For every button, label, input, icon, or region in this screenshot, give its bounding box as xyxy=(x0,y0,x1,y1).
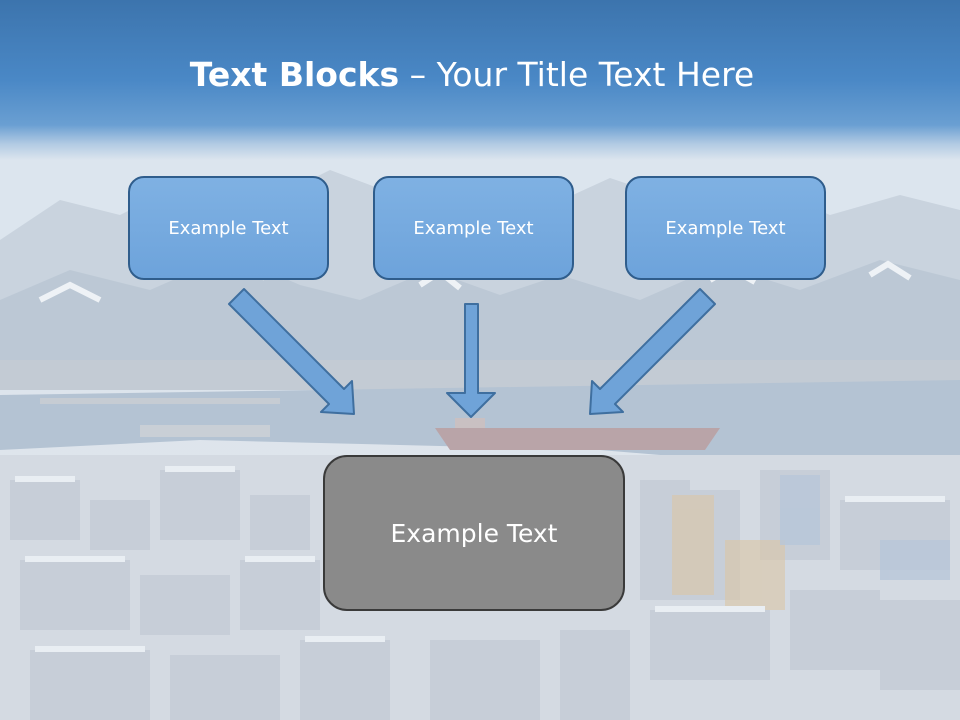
text-block-right[interactable]: Example Text xyxy=(625,176,826,280)
title-bold: Text Blocks xyxy=(189,55,400,94)
text-block-center-label: Example Text xyxy=(413,217,534,239)
text-block-center[interactable]: Example Text xyxy=(373,176,574,280)
arrow-down-right-icon xyxy=(228,288,355,415)
title-rest: – Your Title Text Here xyxy=(399,55,755,94)
slide-title: Text Blocks – Your Title Text Here xyxy=(0,52,944,98)
text-block-right-label: Example Text xyxy=(665,217,786,239)
title-band xyxy=(0,0,960,160)
arrow-down-icon xyxy=(446,303,496,418)
text-block-main-label: Example Text xyxy=(390,518,558,548)
text-block-main[interactable]: Example Text xyxy=(323,455,625,611)
arrow-down-left-icon xyxy=(589,288,716,415)
text-block-left[interactable]: Example Text xyxy=(128,176,329,280)
text-block-left-label: Example Text xyxy=(168,217,289,239)
